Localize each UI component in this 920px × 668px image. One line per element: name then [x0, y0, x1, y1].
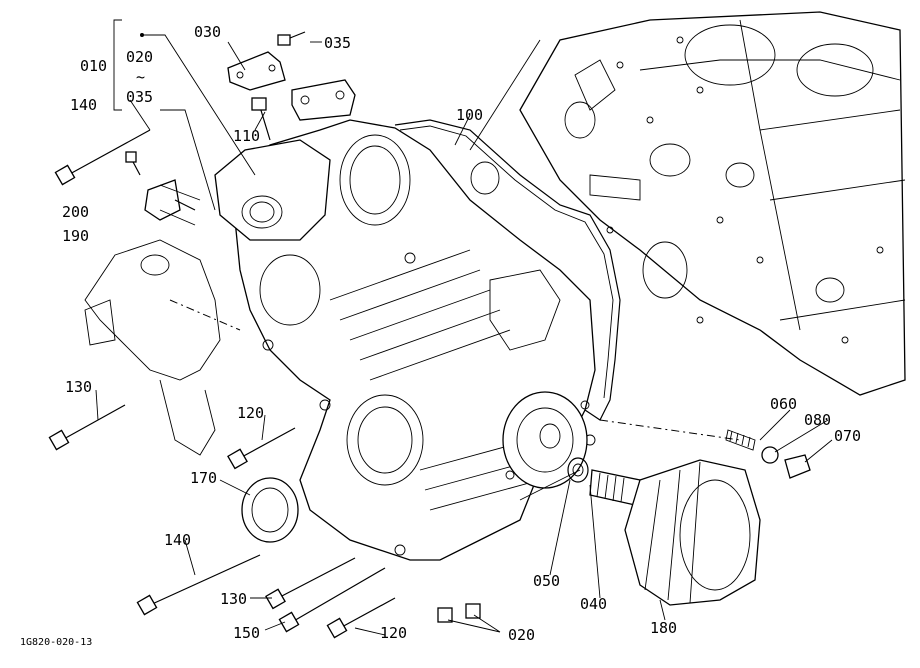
- water-pump: [84, 239, 241, 456]
- callout-020-range-start: 020: [126, 48, 153, 66]
- engine-block: [519, 11, 906, 396]
- callout-080: 080: [804, 411, 831, 429]
- sensor-190: [144, 179, 196, 221]
- callout-030: 030: [194, 23, 221, 41]
- oil-filter-180: [624, 459, 761, 606]
- callout-150: 150: [233, 624, 260, 642]
- callout-120-mid: 120: [237, 404, 264, 422]
- callout-110: 110: [233, 127, 260, 145]
- callout-180: 180: [650, 619, 677, 637]
- callout-200: 200: [62, 203, 89, 221]
- relief-valve-parts: [599, 419, 811, 479]
- bracket-030: [227, 51, 286, 91]
- callout-170: 170: [190, 469, 217, 487]
- filter-nipple: [589, 469, 641, 506]
- callout-130-bottom: 130: [220, 590, 247, 608]
- callout-010: 010: [80, 57, 107, 75]
- callout-060: 060: [770, 395, 797, 413]
- o-ring-040: [567, 457, 589, 483]
- callout-range-tilde: ~: [136, 68, 145, 86]
- callout-140-top: 140: [70, 96, 97, 114]
- callout-120-bottom: 120: [380, 624, 407, 642]
- bolts: [48, 31, 481, 639]
- callout-035: 035: [324, 34, 351, 52]
- callout-050: 050: [533, 572, 560, 590]
- callout-020-plugs: 020: [508, 626, 535, 644]
- callout-100: 100: [456, 106, 483, 124]
- callout-190: 190: [62, 227, 89, 245]
- callout-070: 070: [834, 427, 861, 445]
- callout-labels: 010 020 ~ 035 030 035 140 110 100 200 19…: [20, 23, 861, 648]
- oil-seal-170: [241, 477, 299, 543]
- callout-035-range-end: 035: [126, 88, 153, 106]
- callout-140-bottom: 140: [164, 531, 191, 549]
- leader-lines: [95, 19, 833, 636]
- callout-040: 040: [580, 595, 607, 613]
- water-flange: [214, 79, 356, 241]
- drawing-code: 1G820-020-13: [20, 637, 92, 648]
- callout-130-left: 130: [65, 378, 92, 396]
